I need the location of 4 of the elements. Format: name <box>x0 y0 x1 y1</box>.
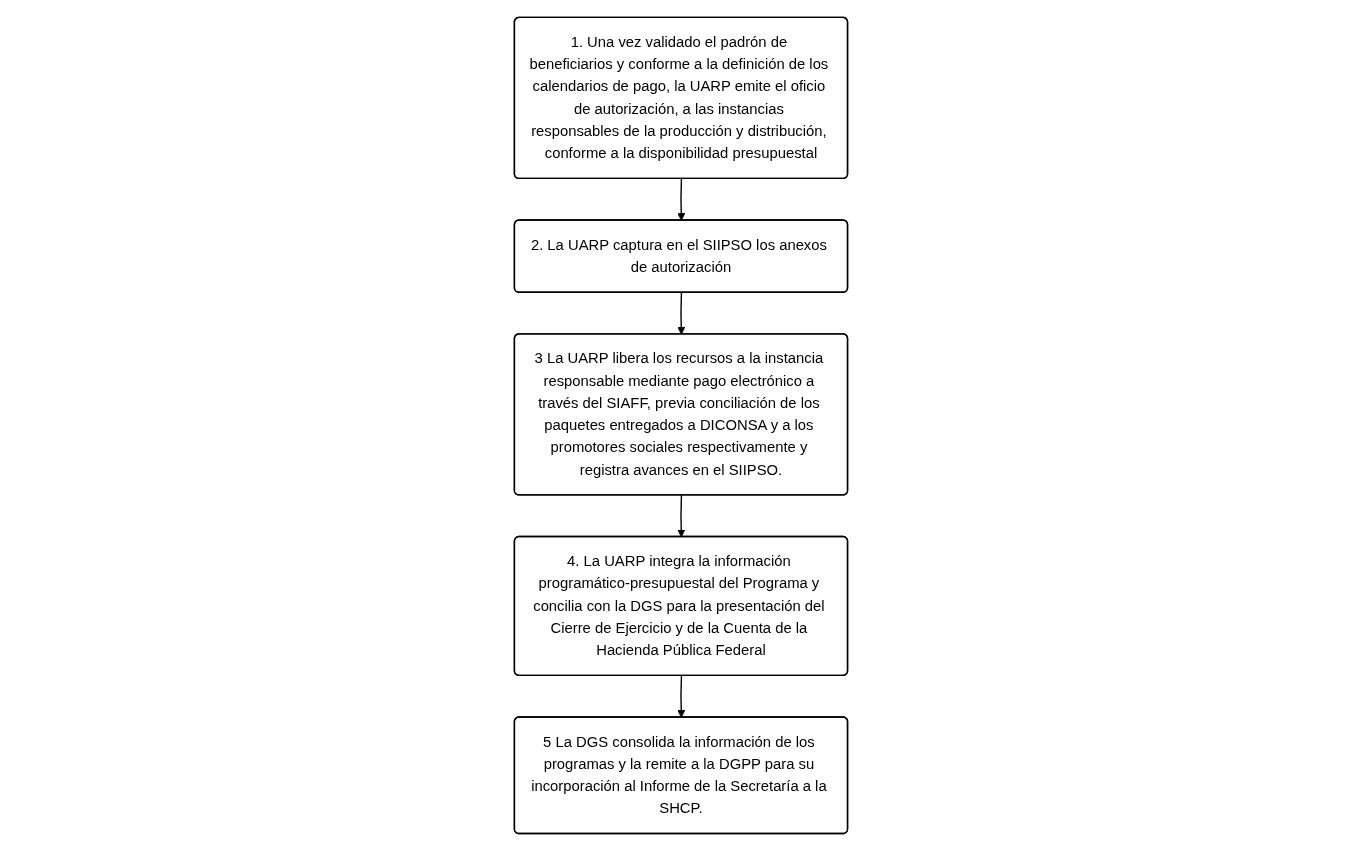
arrow <box>676 494 685 538</box>
arrow <box>676 675 685 718</box>
arrow <box>676 292 685 335</box>
arrow <box>676 178 685 221</box>
